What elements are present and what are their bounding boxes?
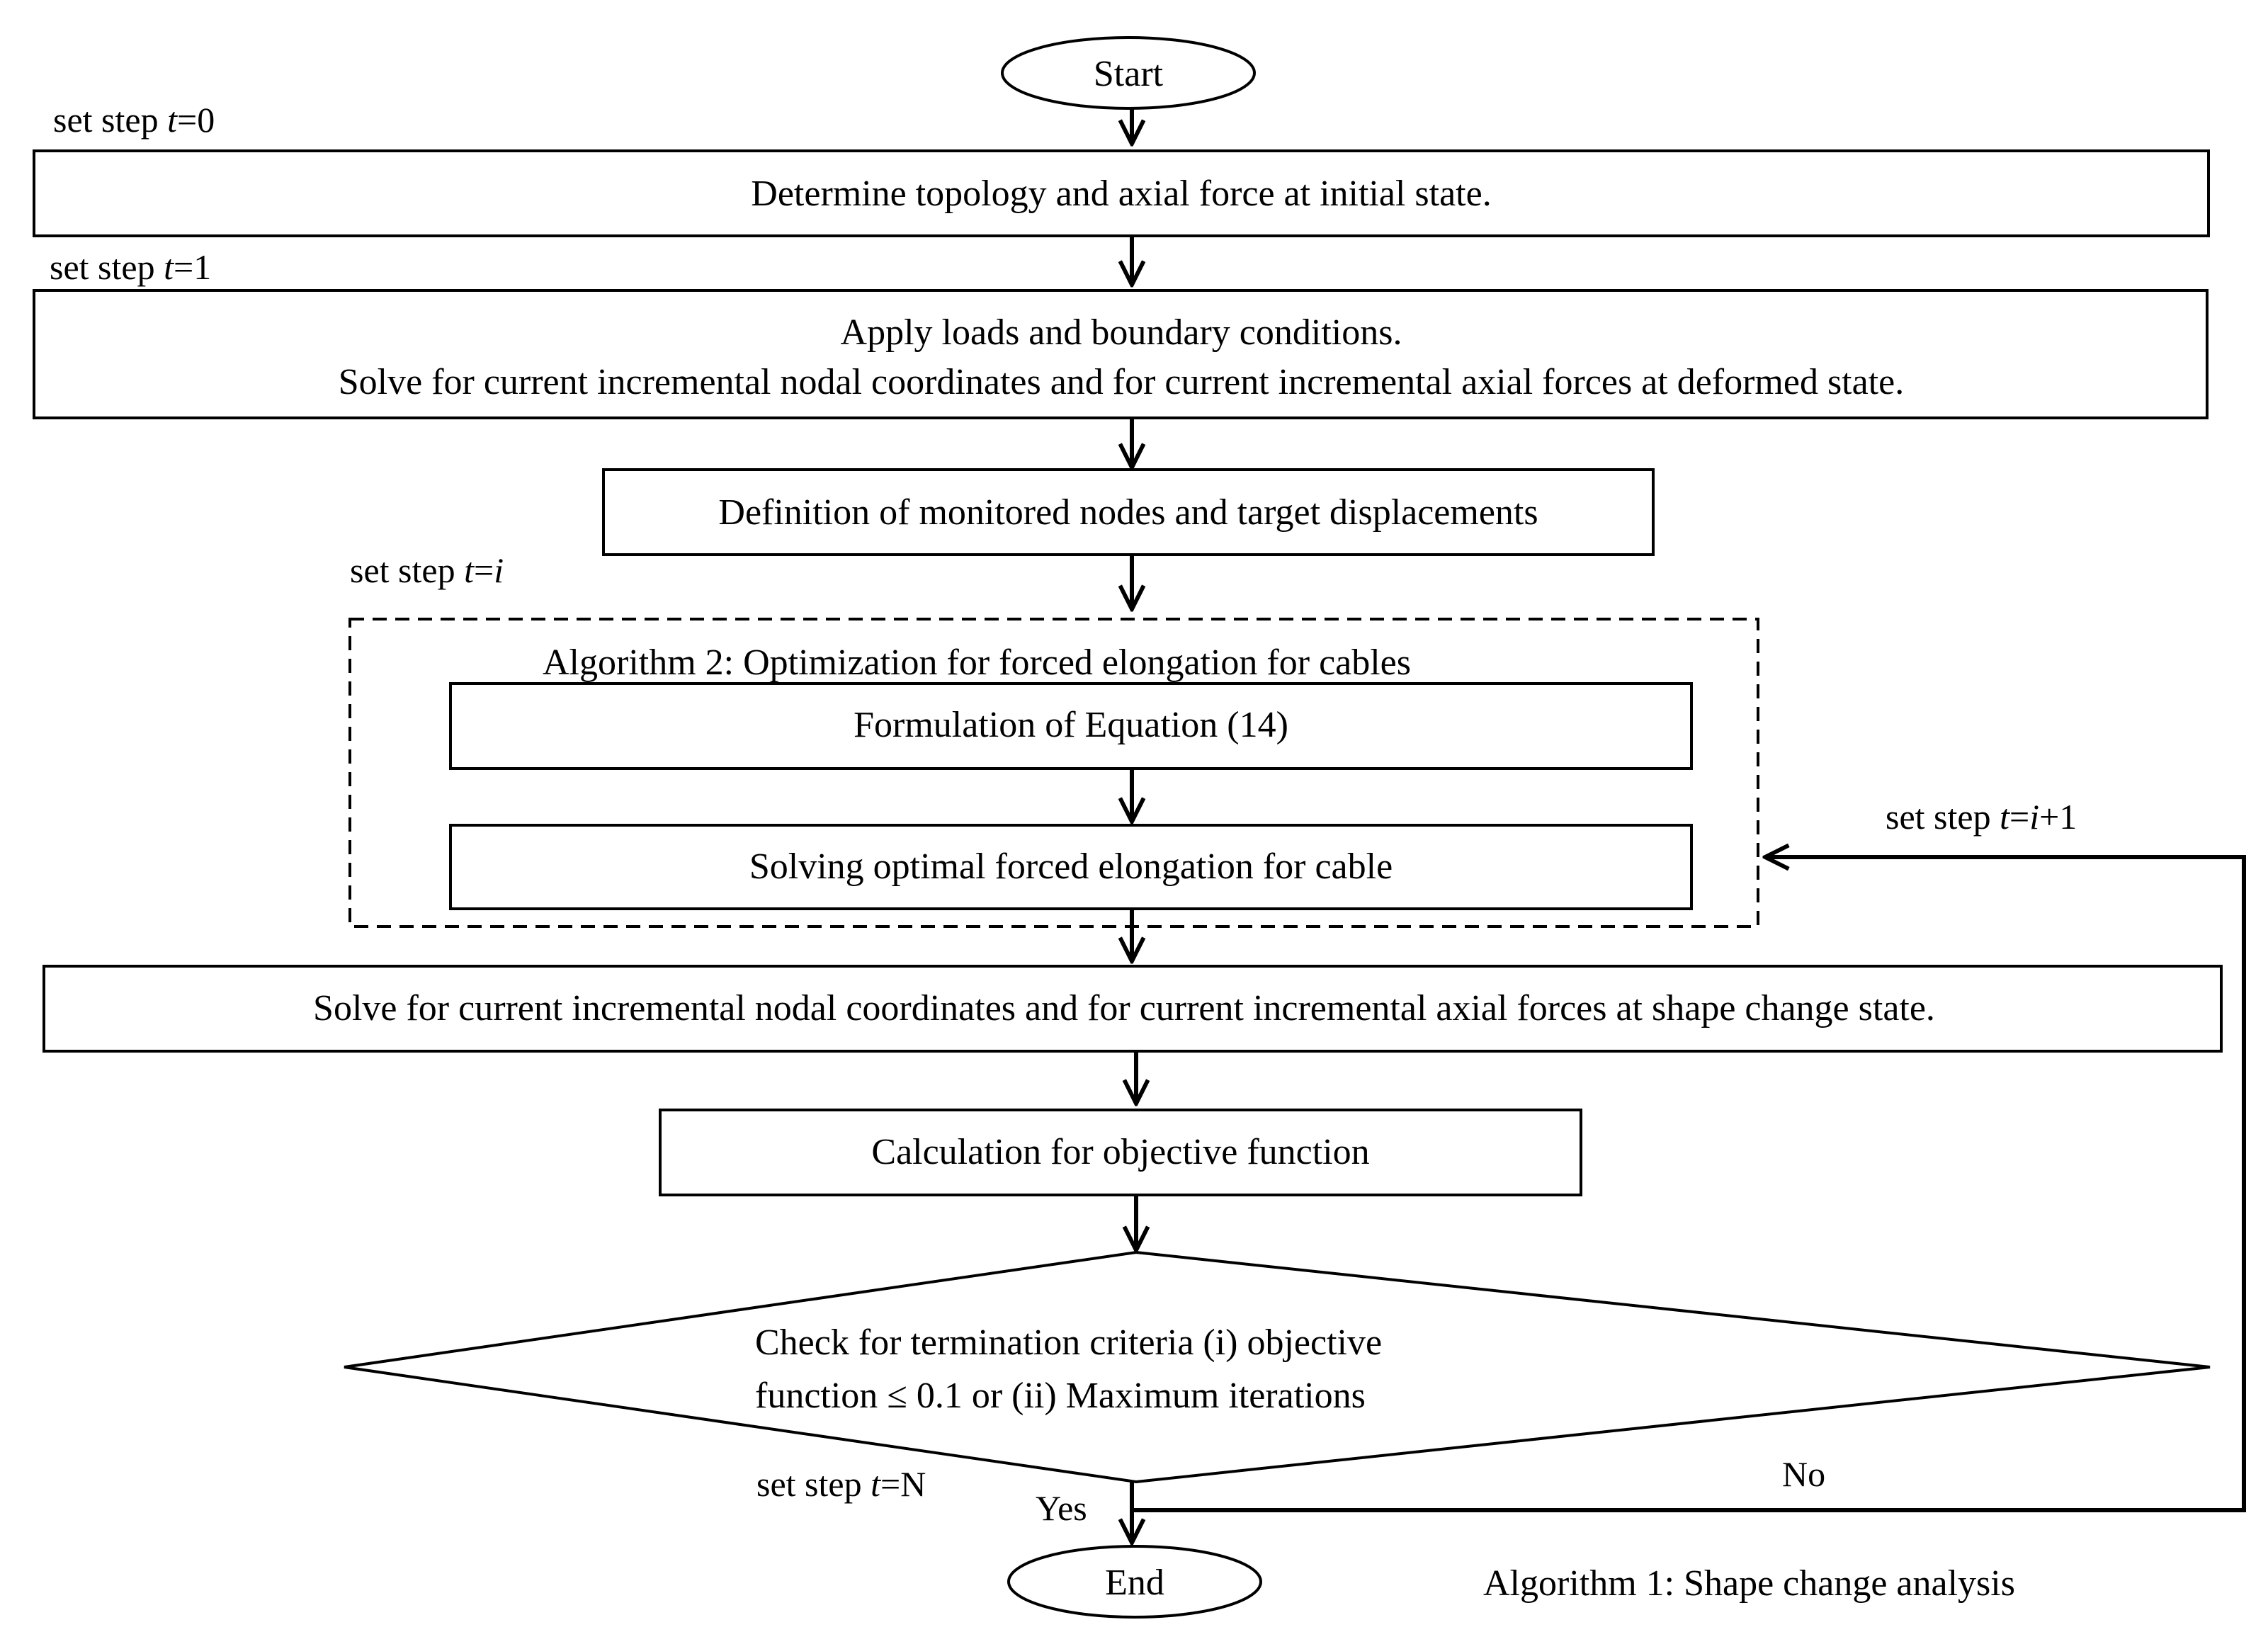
determine-text: Determine topology and axial force at in… <box>751 174 1491 214</box>
solve-shape-box <box>42 965 2223 1053</box>
formulation-box <box>449 682 1693 770</box>
step-label-tN: set step t=N <box>756 1464 926 1504</box>
start-label: Start <box>1094 54 1164 94</box>
calculation-text: Calculation for objective function <box>871 1132 1369 1172</box>
end-terminal <box>1007 1545 1262 1619</box>
step-label-t0: set step t=0 <box>53 100 215 140</box>
solving-text: Solving optimal forced elongation for ca… <box>749 846 1393 887</box>
apply-text-line2: Solve for current incremental nodal coor… <box>339 362 1904 402</box>
end-label: End <box>1105 1563 1164 1603</box>
algorithm1-caption: Algorithm 1: Shape change analysis <box>1483 1563 2015 1604</box>
definition-box <box>602 468 1655 556</box>
apply-text-line1: Apply loads and boundary conditions. <box>841 312 1402 353</box>
determine-box <box>33 149 2210 237</box>
yes-label: Yes <box>1036 1488 1087 1528</box>
step-label-ti1: set step t=i+1 <box>1886 797 2077 837</box>
solving-box <box>449 824 1693 910</box>
formulation-text: Formulation of Equation (14) <box>854 705 1288 745</box>
calculation-box <box>659 1109 1582 1196</box>
check-text-line1: Check for termination criteria (i) objec… <box>755 1322 1382 1363</box>
arrow-check-loop-no <box>1132 857 2246 1512</box>
definition-text: Definition of monitored nodes and target… <box>718 492 1538 533</box>
solve-shape-text: Solve for current incremental nodal coor… <box>313 988 1935 1028</box>
no-label: No <box>1782 1454 1825 1494</box>
step-label-ti: set step t=i <box>350 550 504 590</box>
check-text-line2: function ≤ 0.1 or (ii) Maximum iteration… <box>755 1376 1366 1416</box>
start-terminal <box>1001 36 1256 110</box>
step-label-t1: set step t=1 <box>50 247 211 287</box>
apply-box <box>33 289 2209 419</box>
algorithm2-group <box>348 618 1759 928</box>
check-decision <box>344 1250 2211 1484</box>
algorithm2-title: Algorithm 2: Optimization for forced elo… <box>543 642 1411 683</box>
